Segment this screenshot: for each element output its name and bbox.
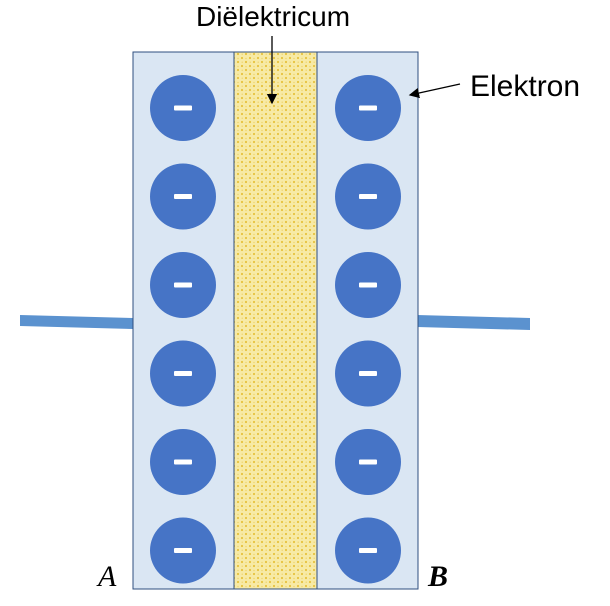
minus-sign-icon — [174, 459, 192, 465]
minus-sign-icon — [174, 105, 192, 111]
dielectric-layer — [233, 51, 318, 590]
minus-sign-icon — [359, 105, 377, 111]
minus-sign-icon — [174, 194, 192, 199]
plate-a — [132, 51, 235, 590]
minus-sign-icon — [359, 282, 377, 288]
minus-sign-icon — [174, 371, 192, 376]
plate-b-label: B — [427, 560, 448, 593]
dielectric-label: Diëlektricum — [196, 1, 350, 32]
minus-sign-icon — [359, 548, 377, 553]
right-wire — [417, 315, 530, 330]
minus-sign-icon — [174, 282, 192, 288]
left-wire — [20, 315, 133, 329]
electron-group — [150, 75, 401, 584]
minus-sign-icon — [359, 194, 377, 199]
electron-label: Elektron — [470, 70, 580, 103]
electron-arrow — [408, 83, 461, 99]
minus-sign-icon — [359, 371, 377, 376]
plate-b — [316, 51, 419, 590]
plate-a-label: A — [96, 560, 117, 593]
minus-sign-icon — [174, 548, 192, 553]
minus-sign-icon — [359, 459, 377, 465]
